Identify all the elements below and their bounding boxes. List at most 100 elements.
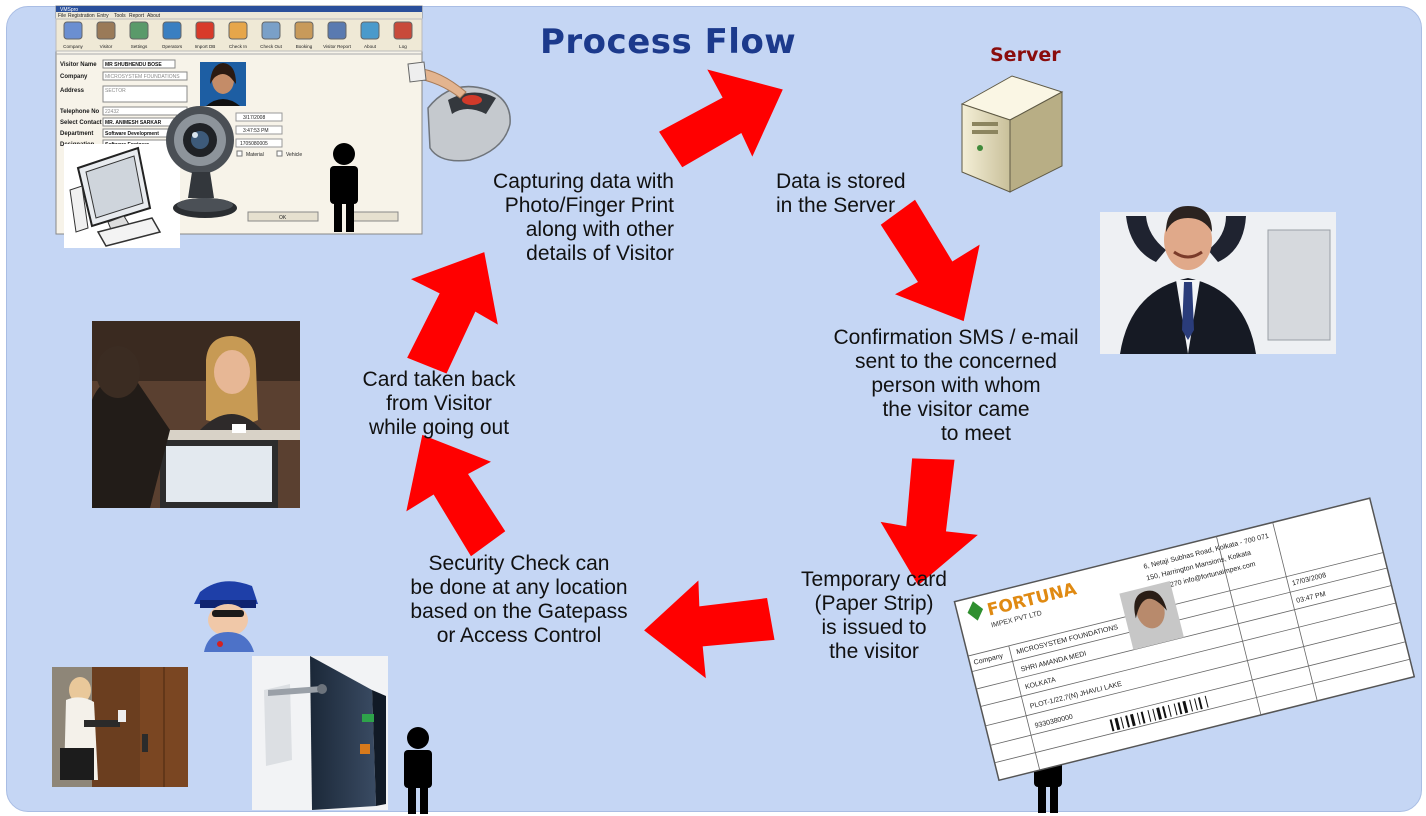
screenshot-menu-report: Report (129, 13, 145, 19)
step-confirm: Confirmation SMS / e-mail sent to the co… (808, 326, 1104, 446)
step-confirm-line: sent to the concerned (855, 350, 1057, 373)
screenshot-ok-button: OK (279, 215, 287, 221)
step-return-line: while going out (368, 416, 510, 439)
screenshot-toolbar-label: Booking (296, 44, 313, 49)
screenshot-toolbar-icon (228, 21, 248, 40)
screenshot-field-box (102, 85, 188, 103)
step-confirm-line: the visitor came (882, 398, 1030, 421)
screenshot-toolbar-label: Check In (229, 44, 248, 49)
card-barcode-bar (1173, 703, 1178, 716)
visitor-card-icon: FORTUNA IMPEX PVT LTD 6, Netaji Subhas R… (953, 497, 1416, 782)
step-store: Data is stored in the Server (776, 170, 956, 218)
screenshot-toolbar-icon (96, 21, 116, 40)
step-return-line: Card taken back (362, 368, 516, 391)
screenshot-field-label: Select Contact Person (60, 120, 124, 126)
card-barcode-bar (1167, 704, 1172, 717)
screenshot-field-label: Department (60, 131, 93, 137)
card-barcode-bar (1177, 702, 1183, 715)
screenshot-vehicle-checkbox: Vehicle (286, 152, 302, 158)
card-barcode-bar (1182, 700, 1189, 714)
screenshot-toolbar-label: Log (399, 44, 407, 49)
screenshot-toolbar-icon (360, 21, 380, 40)
receptionist-photo-icon (92, 321, 300, 508)
step-security: Security Check can be done at any locati… (374, 552, 664, 648)
step-capture-line: details of Visitor (526, 242, 674, 265)
door-access-photo-icon (52, 667, 188, 787)
arrow-issue-to-security (644, 580, 775, 679)
step-security-line: or Access Control (436, 624, 602, 647)
screenshot-serial-value: 1705080005 (240, 141, 268, 147)
screenshot-field-value: SECTOR (105, 88, 126, 94)
card-barcode (1109, 695, 1209, 732)
screenshot-toolbar-icon (393, 21, 413, 40)
arrow-security-to-return (406, 434, 506, 557)
fingerprint-scanner-icon (407, 61, 511, 162)
screenshot-toolbar-label: About (364, 44, 377, 49)
screenshot-field-label: Company (60, 74, 88, 80)
step-security-line: Security Check can (428, 552, 610, 575)
screenshot-menu-registration: Registration (68, 13, 95, 19)
arrow-store-to-confirm (880, 199, 980, 322)
screenshot-toolbar-label: Operators (162, 44, 183, 49)
card-barcode-bar (1162, 706, 1167, 719)
screenshot-material-checkbox: Material (246, 152, 264, 158)
step-confirm-line: to meet (940, 422, 1012, 445)
screenshot-toolbar-label: Visitor (100, 44, 113, 49)
computer-icon (64, 144, 180, 248)
card-barcode-bar (1204, 695, 1209, 708)
step-capture-line: along with other (525, 218, 674, 241)
step-confirm-line: Confirmation SMS / e-mail (833, 326, 1079, 349)
card-barcode-bar (1197, 697, 1203, 710)
diagram-title: Process Flow (540, 22, 797, 62)
screenshot-date-value: 3/17/2008 (243, 115, 265, 121)
screenshot-toolbar-icon (327, 21, 347, 40)
screenshot-menu-file: File (58, 13, 66, 19)
screenshot-field-value: MICROSYSTEM FOUNDATIONS (105, 74, 180, 80)
turnstile-icon (252, 656, 388, 810)
screenshot-field-value: 22432 (105, 109, 119, 115)
webcam-icon (166, 106, 237, 218)
screenshot-field-box (102, 71, 188, 81)
step-security-line: be done at any location (410, 576, 628, 599)
step-capture: Capturing data with Photo/Finger Print a… (430, 170, 674, 266)
step-issue-line: Temporary card (801, 568, 947, 591)
step-capture-line: Capturing data with (493, 170, 674, 193)
arrow-return-to-capture (407, 252, 498, 374)
screenshot-field-value: MR. ANIMESH SARKAR (105, 120, 162, 126)
screenshot-field-label: Visitor Name (60, 62, 97, 68)
screenshot-toolbar-label: Settings (131, 44, 148, 49)
step-return: Card taken back from Visitor while going… (324, 368, 554, 440)
step-issue: Temporary card (Paper Strip) is issued t… (774, 568, 974, 664)
screenshot-menu-entry: Entry (97, 13, 109, 19)
arrow-capture-to-store (659, 69, 783, 168)
card-barcode-bar (1194, 698, 1198, 711)
screenshot-field-label: Telephone No (60, 109, 100, 115)
server-icon (960, 75, 1064, 193)
person-silhouette-icon (330, 143, 358, 232)
screenshot-window-title: VMSpro (60, 7, 78, 13)
step-capture-line: Photo/Finger Print (504, 194, 674, 217)
card-barcode-bar (1125, 715, 1130, 728)
step-issue-line: the visitor (829, 640, 919, 663)
step-issue-line: is issued to (821, 616, 927, 639)
flow-arrows (406, 69, 980, 679)
screenshot-time-value: 3:47:53 PM (243, 128, 269, 134)
server-label: Server (990, 44, 1061, 66)
security-guard-icon (194, 581, 258, 652)
step-store-line: in the Server (776, 194, 896, 217)
card-barcode-bar (1189, 699, 1194, 712)
card-barcode-bar (1109, 719, 1115, 732)
person-silhouette-icon (404, 727, 432, 814)
step-return-line: from Visitor (386, 392, 492, 415)
screenshot-toolbar-icon (162, 21, 182, 40)
screenshot-toolbar-label: Company (63, 44, 83, 49)
screenshot-field-box (102, 59, 176, 69)
screenshot-toolbar-icon (261, 21, 281, 40)
card-barcode-bar (1114, 717, 1121, 731)
screenshot-toolbar-icon (294, 21, 314, 40)
card-barcode-bar (1147, 710, 1152, 722)
screenshot-toolbar-icon (63, 21, 83, 40)
